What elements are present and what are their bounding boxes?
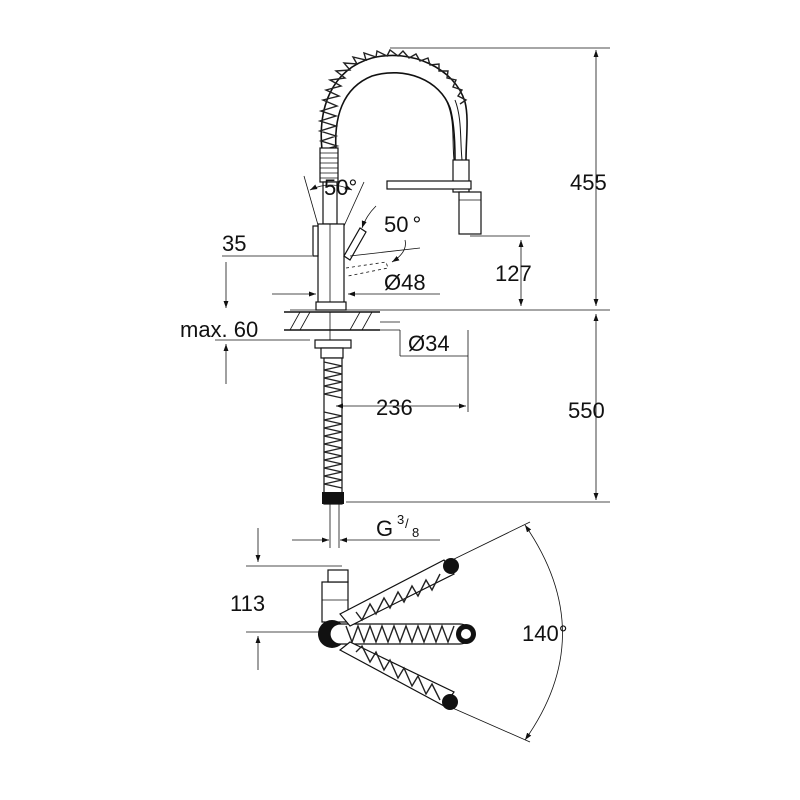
dim-label-236: 236 [376, 395, 413, 420]
dim-angle-lever-value: 50 [384, 212, 408, 237]
dim-label-140: 140° [522, 621, 568, 646]
dim-label-thread-g: G [376, 516, 393, 541]
dim-34 [380, 321, 468, 357]
dim-label-455: 455 [570, 170, 607, 195]
dim-label-48: Ø48 [384, 270, 426, 295]
dim-angle-lever-unit: ° [412, 212, 421, 237]
dim-label-max-60: max. 60 [180, 317, 258, 342]
spring-spout [317, 48, 468, 225]
dim-label-angle-lever: 50° [384, 212, 421, 237]
dim-label-34: Ø34 [408, 331, 450, 356]
supply-hoses [314, 339, 352, 548]
dim-reach-236 [336, 330, 469, 412]
counter-deck [284, 311, 380, 340]
dim-label-thread-den: 8 [412, 525, 419, 540]
dim-label-35: 35 [222, 231, 246, 256]
faucet-body [312, 223, 389, 311]
dim-label-thread-num: 3 [397, 512, 404, 527]
dim-angle-lever [349, 205, 421, 263]
dim-label-thread-slash: / [405, 516, 409, 531]
dim-label-angle-spout: 50° [324, 175, 357, 200]
dim-max-60 [215, 262, 310, 384]
spray-head [386, 159, 482, 235]
dim-height-455 [290, 47, 610, 311]
dim-angle-spout [303, 175, 365, 227]
dim-label-127: 127 [495, 261, 532, 286]
dim-label-550: 550 [568, 398, 605, 423]
dim-label-113: 113 [230, 591, 265, 616]
top-view [246, 521, 563, 743]
dim-spout-127 [470, 235, 530, 306]
dim-hose-550 [346, 314, 610, 503]
spring-coil [317, 48, 468, 151]
